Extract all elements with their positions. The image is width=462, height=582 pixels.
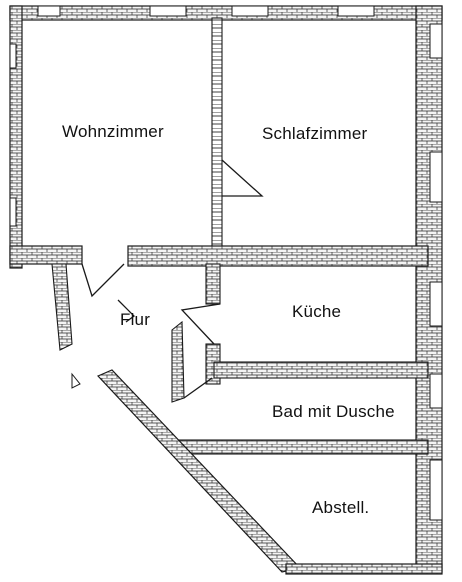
door-bad — [183, 377, 213, 399]
room-label-bad: Bad mit Dusche — [272, 402, 395, 421]
corridor-mark — [71, 372, 81, 389]
wall-wohnzimmer-bottom — [9, 245, 83, 265]
room-label-schlafzimmer: Schlafzimmer — [262, 124, 368, 143]
wall-kueche-bad — [213, 361, 429, 379]
top-windows — [37, 5, 375, 17]
wall-wohn-schlaf — [211, 17, 223, 251]
outer-wall-top — [9, 5, 443, 21]
room-label-wohnzimmer: Wohnzimmer — [62, 122, 164, 141]
room-label-flur: Flur — [120, 310, 151, 329]
outer-wall-bottom — [285, 563, 443, 575]
right-windows — [429, 23, 443, 521]
door-wohnzimmer — [81, 263, 125, 298]
outer-wall-diagonal — [96, 369, 302, 573]
wall-schlafzimmer-bottom — [127, 245, 429, 267]
wall-bad-abstell — [177, 439, 429, 455]
door-kueche — [180, 303, 221, 345]
room-label-kueche: Küche — [292, 302, 342, 321]
room-label-abstell: Abstell. — [312, 498, 370, 517]
door-schlafzimmer — [221, 159, 264, 197]
wall-kueche-left — [205, 263, 221, 305]
wall-flur-right — [171, 320, 185, 403]
wall-flur-left — [51, 263, 73, 351]
